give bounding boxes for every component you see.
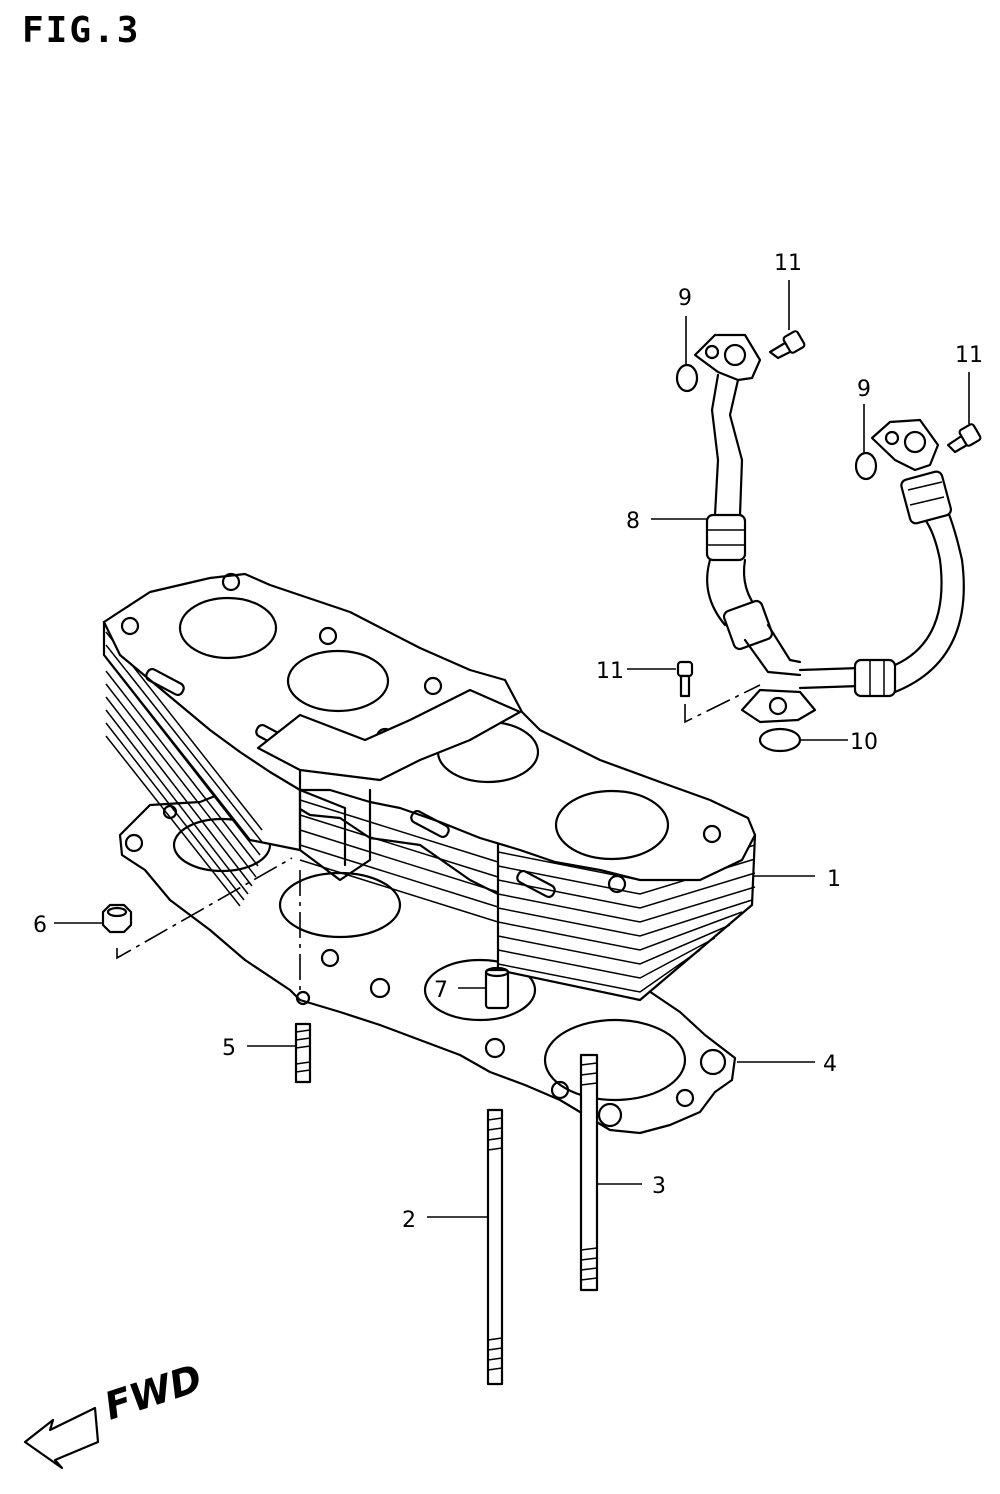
- callout-11-top: 11: [774, 251, 802, 276]
- dowel-pin: [484, 966, 510, 1010]
- callout-9: 9: [678, 286, 692, 311]
- bolt: [768, 330, 806, 360]
- callout-5: 5: [222, 1036, 236, 1061]
- callout-1: 1: [827, 867, 841, 892]
- callout-7: 7: [434, 978, 448, 1003]
- callout-9-right: 9: [857, 377, 871, 402]
- oil-hose-assembly: [693, 333, 965, 724]
- callout-3: 3: [652, 1174, 666, 1199]
- o-ring: [675, 363, 699, 393]
- forward-direction-label: FWD: [99, 1356, 207, 1429]
- callout-6: 6: [33, 913, 47, 938]
- long-stud: [486, 1108, 504, 1386]
- callout-11-middle: 11: [596, 659, 624, 684]
- callout-8: 8: [626, 509, 640, 534]
- callout-10: 10: [850, 730, 878, 755]
- o-ring: [854, 451, 878, 481]
- short-stud: [294, 1022, 312, 1084]
- callout-11-right: 11: [955, 343, 983, 368]
- bolt: [676, 660, 694, 698]
- o-ring: [758, 727, 802, 753]
- forward-arrow-icon: [23, 1406, 100, 1470]
- stud: [579, 1053, 599, 1292]
- figure-title: FIG.3: [22, 10, 141, 51]
- callout-2: 2: [402, 1208, 416, 1233]
- nut: [101, 903, 133, 934]
- bolt: [946, 423, 982, 454]
- callout-4: 4: [823, 1052, 837, 1077]
- cylinder-block: [102, 572, 757, 1002]
